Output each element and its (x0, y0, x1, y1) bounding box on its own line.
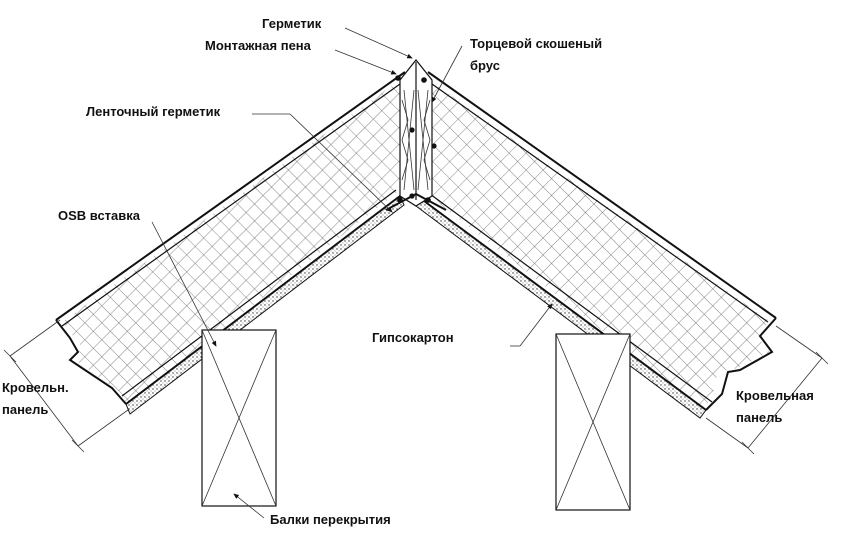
screw-dot (431, 143, 437, 149)
label-end-beam-line1: Торцевой скошеный (470, 36, 602, 51)
screw-dot (409, 127, 415, 133)
label-roof-panel-left-line2: панель (2, 402, 48, 417)
label-roof-panel-right-line2: панель (736, 410, 782, 425)
leader-lines (151, 27, 553, 519)
joist-right (555, 333, 631, 511)
label-roof-panel-left-line1: Кровельн. (2, 380, 69, 395)
label-hermetic: Герметик (262, 16, 322, 31)
label-roof-panel-right-line1: Кровельная (736, 388, 814, 403)
label-foam: Монтажная пена (205, 38, 312, 53)
label-drywall: Гипсокартон (372, 330, 454, 345)
label-end-beam-line2: брус (470, 58, 500, 73)
dimension-left (3, 319, 129, 453)
label-joists: Балки перекрытия (270, 512, 391, 527)
ridge-joint (385, 59, 447, 211)
dimension-right (705, 325, 829, 455)
left-drywall-strip (125, 195, 405, 415)
screw-dot (421, 77, 427, 83)
screw-dot (395, 75, 401, 81)
joist-left (201, 329, 277, 507)
label-tape-sealant: Ленточный герметик (86, 104, 221, 119)
label-osb: OSB вставка (58, 208, 141, 223)
